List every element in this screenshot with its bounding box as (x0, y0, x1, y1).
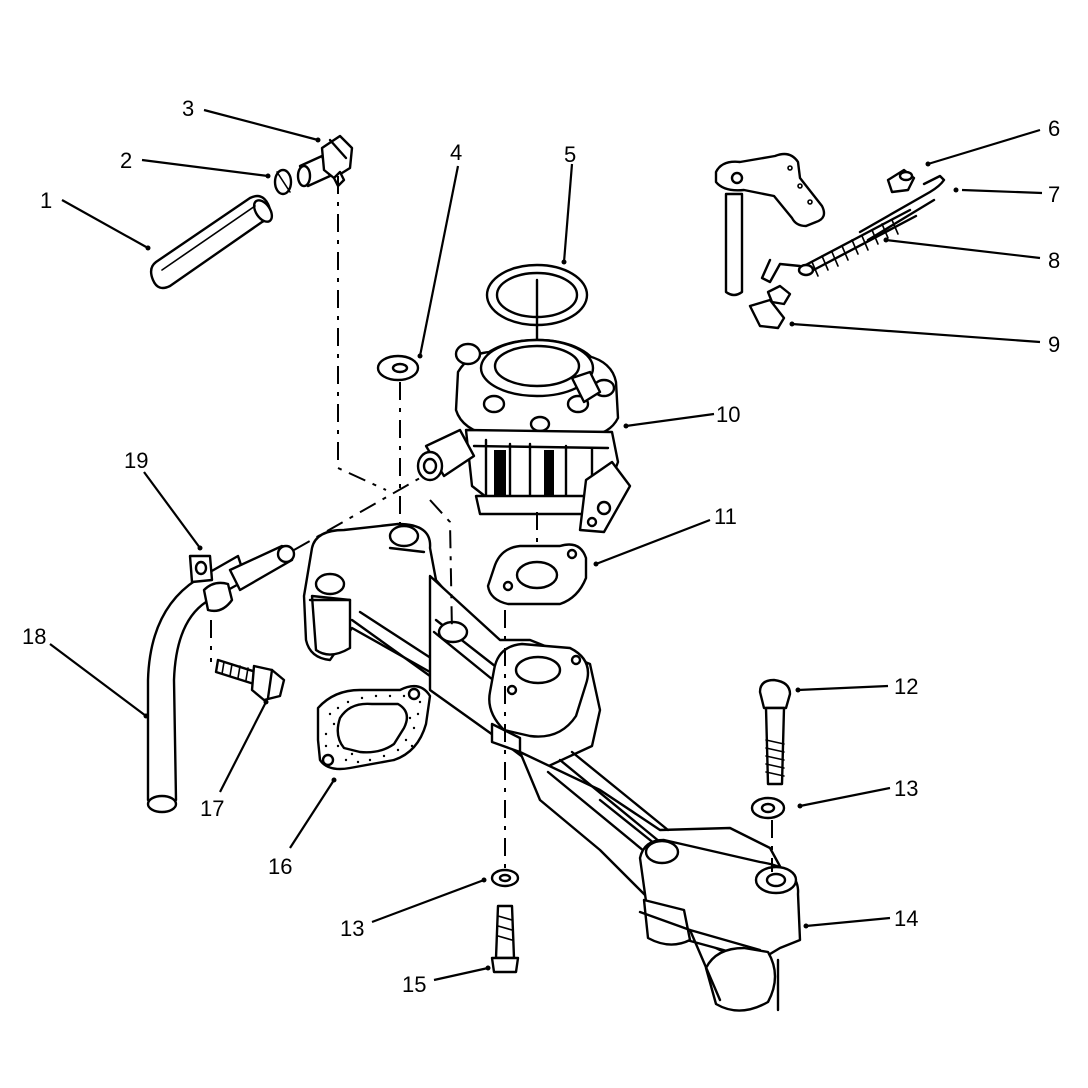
callout-16: 16 (268, 854, 292, 879)
part-10-carburetor (416, 278, 632, 534)
part-14-intake-manifold (302, 522, 802, 1012)
callout-18: 18 (22, 624, 46, 649)
callout-1: 1 (40, 188, 52, 213)
part-4-washer (376, 354, 420, 382)
part-12-stud (758, 678, 792, 786)
part-17-bolt (214, 658, 286, 702)
callout-4: 4 (450, 140, 462, 165)
callout-9: 9 (1048, 332, 1060, 357)
callout-19: 19 (124, 448, 148, 473)
callout-10: 10 (716, 402, 740, 427)
callout-5: 5 (564, 142, 576, 167)
callout-17: 17 (200, 796, 224, 821)
part-2-hose-clamp (273, 168, 293, 196)
part-18-tube (146, 554, 248, 814)
callout-6: 6 (1048, 116, 1060, 141)
part-16-manifold-gasket (316, 684, 432, 771)
callout-13-upper: 13 (894, 776, 918, 801)
assembly-centerlines (210, 176, 773, 874)
callout-11: 11 (714, 504, 737, 529)
callout-12: 12 (894, 674, 918, 699)
part-15-bolt (490, 904, 520, 974)
callout-14: 14 (894, 906, 918, 931)
throttle-linkage-assembly (714, 152, 946, 330)
leader-endpoints (143, 137, 959, 971)
callout-labels: 1 2 3 4 5 6 7 8 9 10 11 12 13 13 14 15 1… (22, 96, 1060, 997)
part-1-fuel-hose (149, 194, 274, 290)
part-13-washer-lower (490, 868, 520, 888)
callout-8: 8 (1048, 248, 1060, 273)
callout-7: 7 (1048, 182, 1060, 207)
leader-lines (49, 108, 1043, 982)
callout-3: 3 (182, 96, 194, 121)
part-19-bracket (188, 544, 296, 613)
callout-15: 15 (402, 972, 426, 997)
callout-2: 2 (120, 148, 132, 173)
part-11-base-gasket (486, 543, 588, 606)
part-3-elbow-fitting (296, 134, 354, 188)
part-13-washer-upper (750, 796, 786, 820)
callout-13-lower: 13 (340, 916, 364, 941)
